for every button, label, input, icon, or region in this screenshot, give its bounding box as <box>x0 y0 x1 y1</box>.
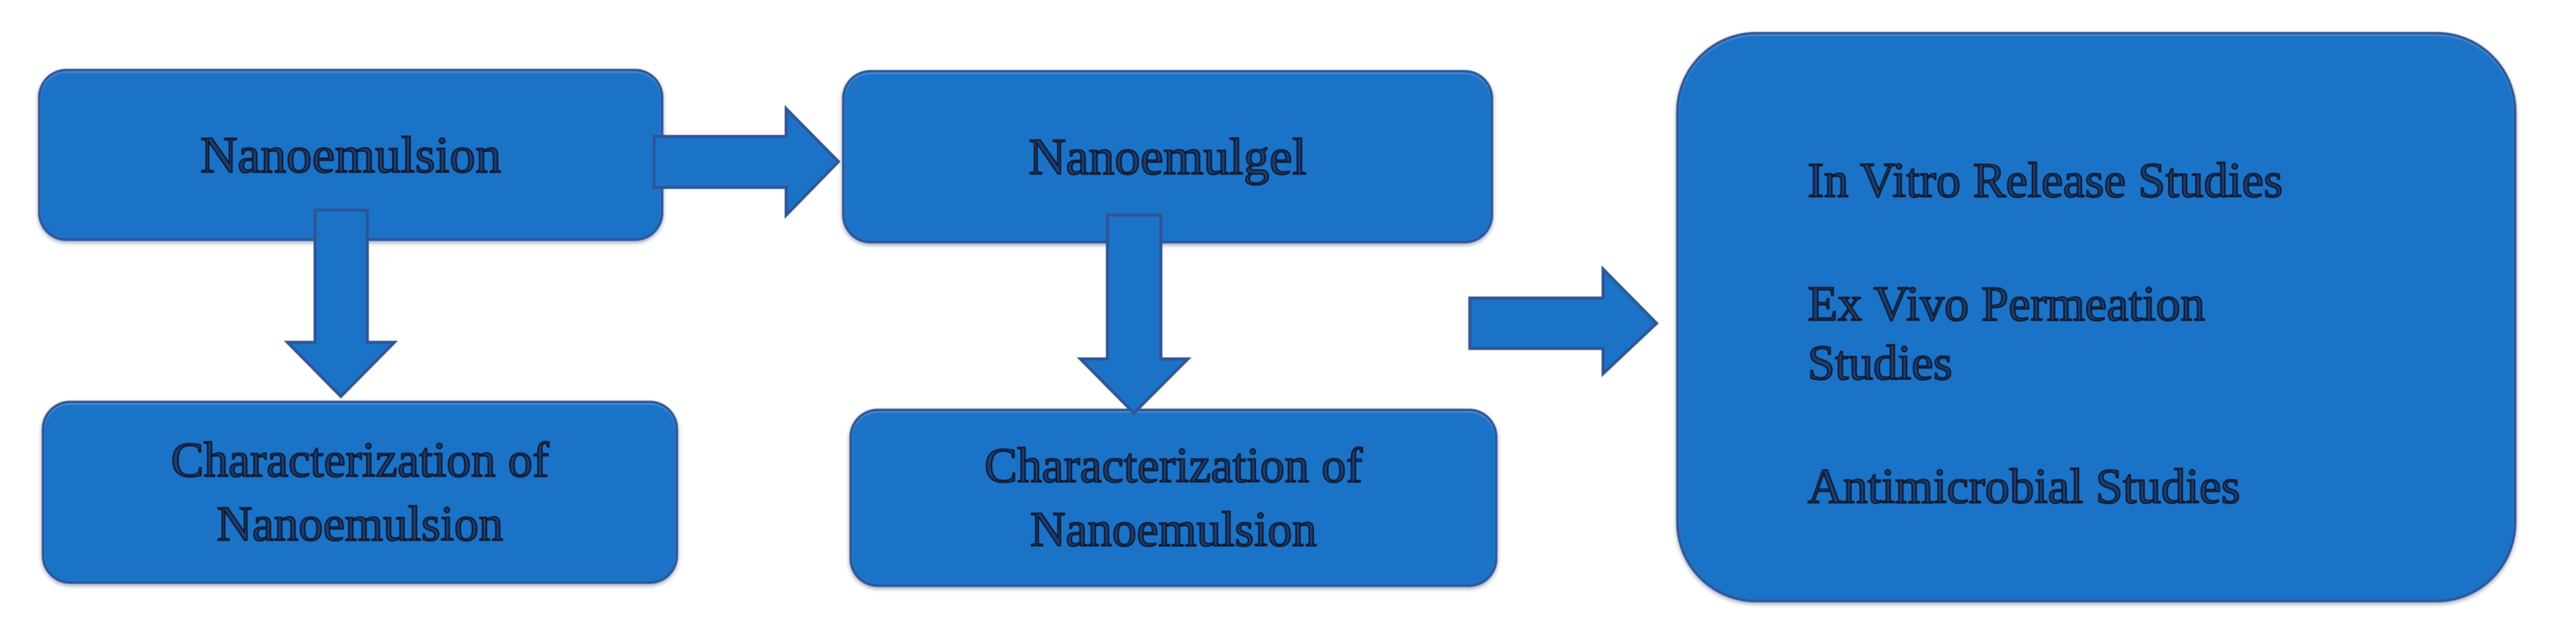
down-arrow-icon <box>1077 213 1192 415</box>
node-nanoemulgel-label: Nanoemulgel <box>1028 127 1308 186</box>
study-item-ex-vivo-line1: Ex Vivo Permeation <box>1807 277 2206 332</box>
study-item-ex-vivo-line2: Studies <box>1807 336 1953 391</box>
study-item-in-vitro-line1: In Vitro Release Studies <box>1807 153 2284 208</box>
node-characterization-middle-line1: Characterization of <box>984 438 1363 493</box>
node-nanoemulsion-label: Nanoemulsion <box>200 125 502 184</box>
node-studies-panel: In Vitro Release Studies Ex Vivo Permeat… <box>1676 32 2516 602</box>
study-item-antimicrobial: Antimicrobial Studies <box>1807 457 2241 516</box>
right-arrow-icon <box>652 104 841 219</box>
node-characterization-middle-line2: Nanoemulsion <box>1029 502 1317 557</box>
node-nanoemulgel: Nanoemulgel <box>842 70 1493 243</box>
study-item-ex-vivo: Ex Vivo Permeation Studies <box>1807 275 2206 393</box>
study-item-antimicrobial-line1: Antimicrobial Studies <box>1807 459 2241 514</box>
right-arrow-icon <box>1468 265 1659 377</box>
node-characterization-middle: Characterization of Nanoemulsion <box>849 409 1497 587</box>
study-item-in-vitro: In Vitro Release Studies <box>1807 151 2284 210</box>
node-characterization-left-line1: Characterization of <box>170 433 549 488</box>
node-characterization-left-line2: Nanoemulsion <box>216 497 504 552</box>
node-nanoemulsion: Nanoemulsion <box>38 69 663 241</box>
node-characterization-left: Characterization of Nanoemulsion <box>42 401 678 584</box>
